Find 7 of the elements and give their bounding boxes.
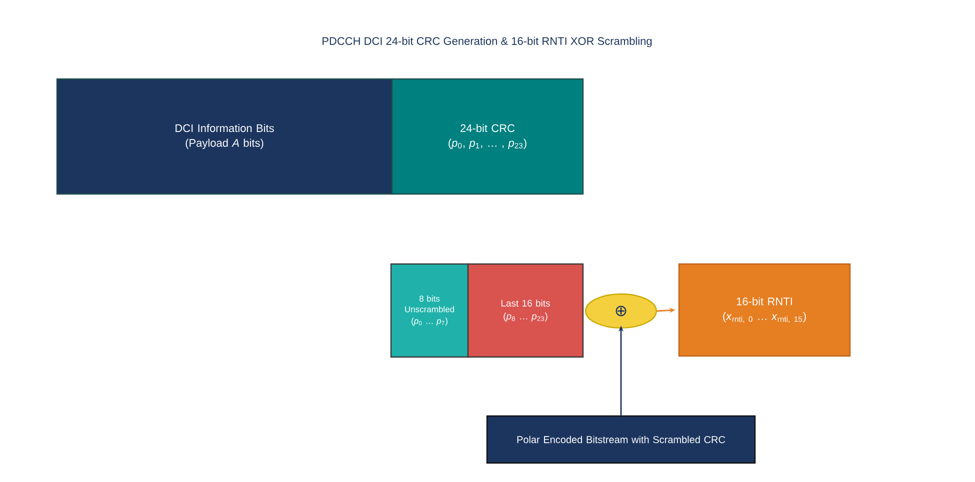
information-block: DCI Information Bits (Payload A bits) [56,78,393,195]
crc-block: 24-bit CRC (p$_{0}$, p$_{1}$, … , p$_{23}$) [391,78,584,195]
scrambled-block: Last 16 bits (p$_{8}$ … p$_{23}$) [467,263,584,358]
unscrambled-block: 8 bits Unscrambled (p$_{0}$ … p$_{7}$) [390,263,469,358]
title: PDCCH DCI 24-bit CRC Generation & 16-bit RNTI XOR Scrambling [322,36,652,48]
rnti-block: 16-bit RNTI (x$_{rnti, 0}$ … x$_{rnti, 15}$) [678,263,851,357]
bitstream-box: Polar Encoded Bitstream with Scrambled CRC [486,415,756,464]
